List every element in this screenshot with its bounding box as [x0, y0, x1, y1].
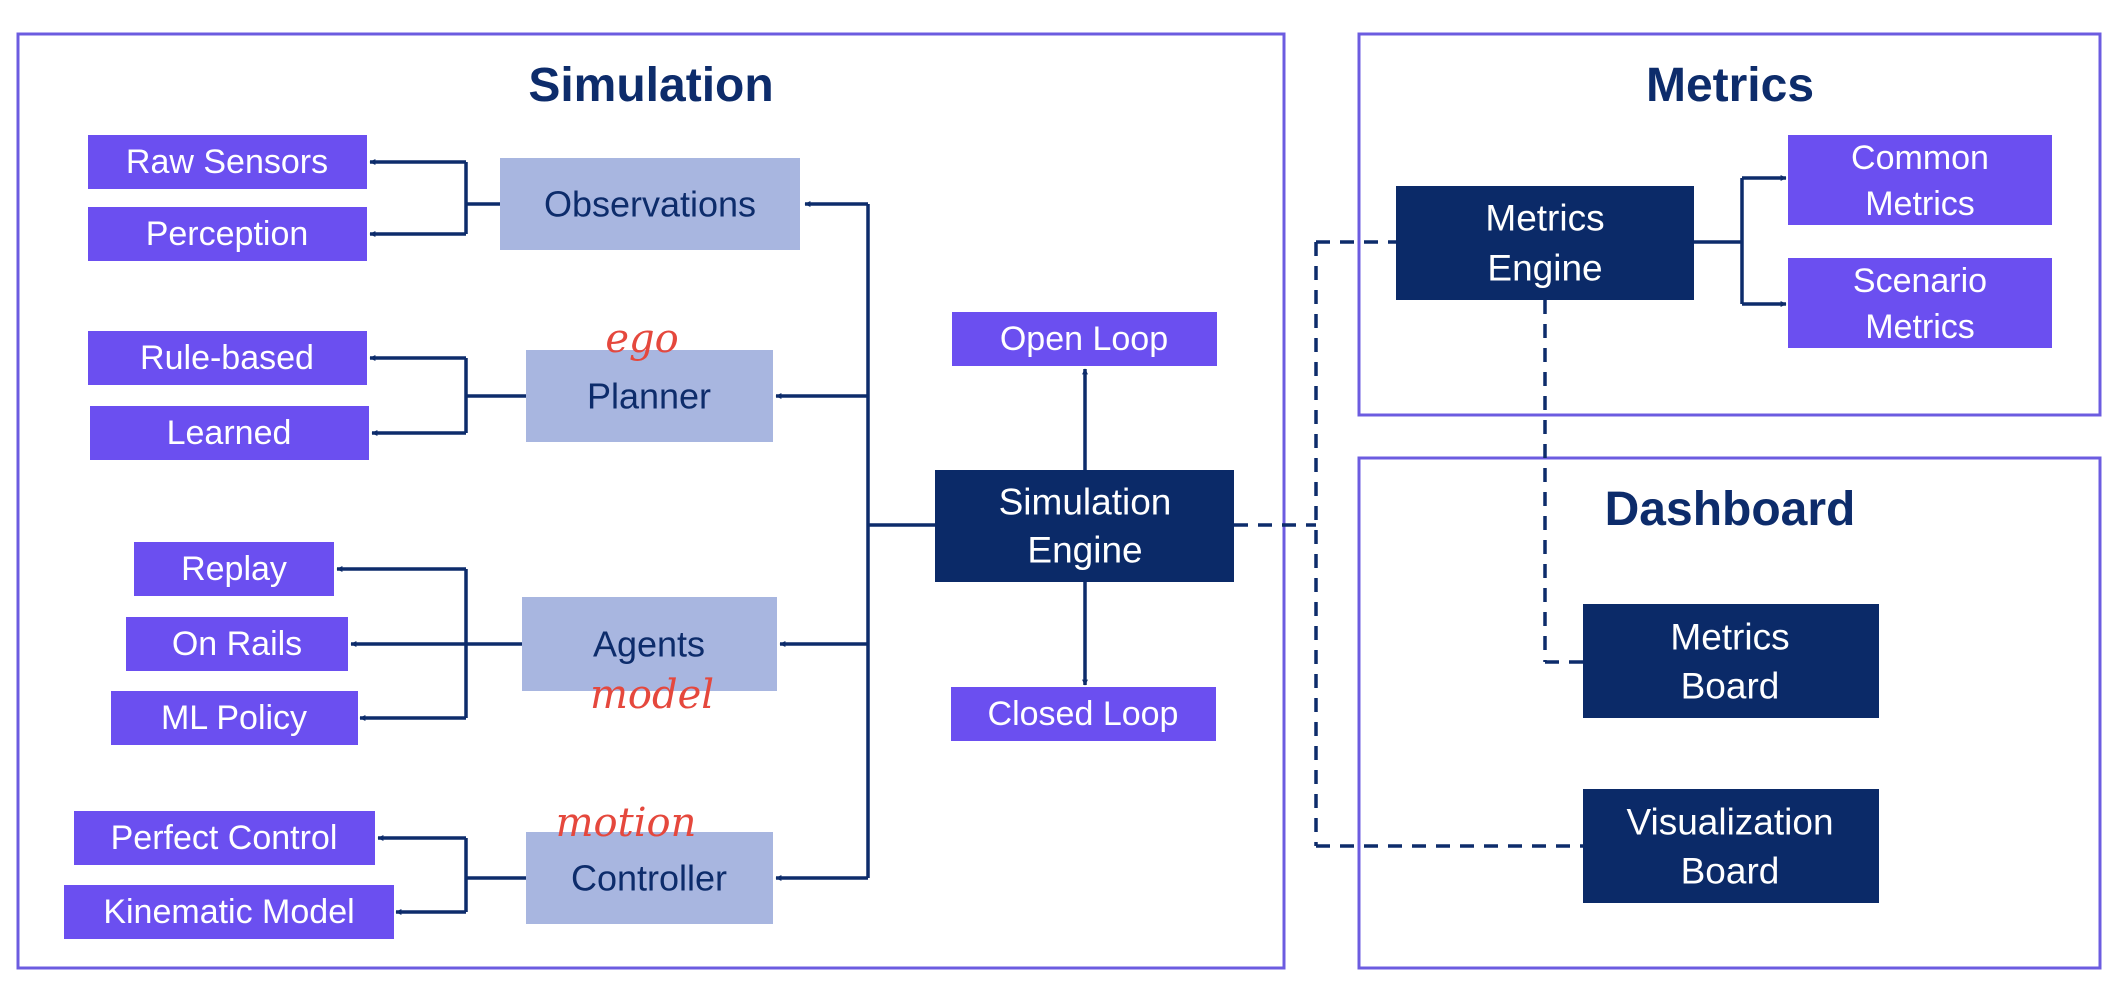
- kinematic-model-box: Kinematic Model: [64, 885, 394, 939]
- simulation-engine-box: Simulation Engine: [935, 470, 1234, 582]
- ml-policy-label: ML Policy: [161, 699, 307, 737]
- perception-box: Perception: [88, 207, 367, 261]
- open-loop-label: Open Loop: [1000, 320, 1168, 358]
- raw-sensors-box: Raw Sensors: [88, 135, 367, 189]
- observations-module: Observations: [500, 158, 800, 250]
- motion-annotation: motion: [556, 800, 697, 846]
- simulation-panel: Simulation: [16, 32, 1286, 970]
- controller-connectors: [377, 835, 526, 915]
- metrics-engine-box: Metrics Engine: [1396, 186, 1694, 300]
- learned-box: Learned: [90, 406, 369, 460]
- closed-loop-label: Closed Loop: [988, 695, 1179, 733]
- raw-sensors-label: Raw Sensors: [126, 143, 328, 181]
- closed-loop-box: Closed Loop: [951, 687, 1216, 741]
- scenario-metrics-line-1: Scenario: [1853, 262, 1987, 300]
- perfect-control-box: Perfect Control: [74, 811, 375, 865]
- controller-module: Controller: [526, 832, 773, 924]
- observations-label: Observations: [544, 184, 756, 225]
- engine-to-modules-connectors: [775, 201, 1088, 881]
- kinematic-model-label: Kinematic Model: [103, 893, 354, 931]
- rule-based-label: Rule-based: [140, 339, 314, 377]
- common-metrics-line-2: Metrics: [1865, 185, 1975, 223]
- metrics-panel: Metrics: [1357, 32, 2102, 417]
- metrics-board-box: Metrics Board: [1583, 604, 1879, 718]
- planner-label: Planner: [587, 376, 711, 417]
- ml-policy-box: ML Policy: [111, 691, 358, 745]
- visualization-board-line-2: Board: [1681, 851, 1780, 892]
- open-loop-box: Open Loop: [952, 312, 1217, 366]
- simulation-engine-line-1: Simulation: [999, 482, 1172, 523]
- controller-label: Controller: [571, 858, 727, 899]
- common-metrics-box: Common Metrics: [1788, 135, 2052, 225]
- ego-annotation: ego: [605, 316, 678, 362]
- visualization-board-line-1: Visualization: [1626, 802, 1833, 843]
- simulation-engine-line-2: Engine: [1027, 530, 1142, 571]
- metrics-panel-title: Metrics: [1646, 59, 1814, 112]
- scenario-metrics-line-2: Metrics: [1865, 308, 1975, 346]
- observations-connectors: [369, 159, 500, 237]
- dashed-data-flow-connectors: [1234, 240, 1583, 848]
- metrics-engine-connectors: [1694, 175, 1787, 307]
- simulation-panel-title: Simulation: [528, 59, 773, 112]
- planner-module: Planner: [526, 350, 773, 442]
- on-rails-label: On Rails: [172, 625, 302, 663]
- dashboard-panel: Dashboard: [1357, 456, 2102, 970]
- common-metrics-line-1: Common: [1851, 139, 1989, 177]
- perfect-control-label: Perfect Control: [111, 819, 338, 857]
- agents-label: Agents: [593, 624, 705, 665]
- scenario-metrics-box: Scenario Metrics: [1788, 258, 2052, 348]
- replay-label: Replay: [181, 550, 287, 588]
- metrics-engine-line-1: Metrics: [1485, 198, 1604, 239]
- metrics-board-line-2: Board: [1681, 666, 1780, 707]
- visualization-board-box: Visualization Board: [1583, 789, 1879, 903]
- on-rails-box: On Rails: [126, 617, 348, 671]
- planner-connectors: [369, 355, 526, 436]
- perception-label: Perception: [146, 215, 309, 253]
- learned-label: Learned: [167, 414, 292, 452]
- rule-based-box: Rule-based: [88, 331, 367, 385]
- metrics-engine-line-2: Engine: [1487, 248, 1602, 289]
- metrics-board-line-1: Metrics: [1670, 617, 1789, 658]
- agents-connectors: [336, 566, 522, 721]
- replay-box: Replay: [134, 542, 334, 596]
- agents-module: Agents: [522, 597, 777, 691]
- dashboard-panel-title: Dashboard: [1605, 483, 1856, 536]
- model-annotation: model: [590, 672, 714, 718]
